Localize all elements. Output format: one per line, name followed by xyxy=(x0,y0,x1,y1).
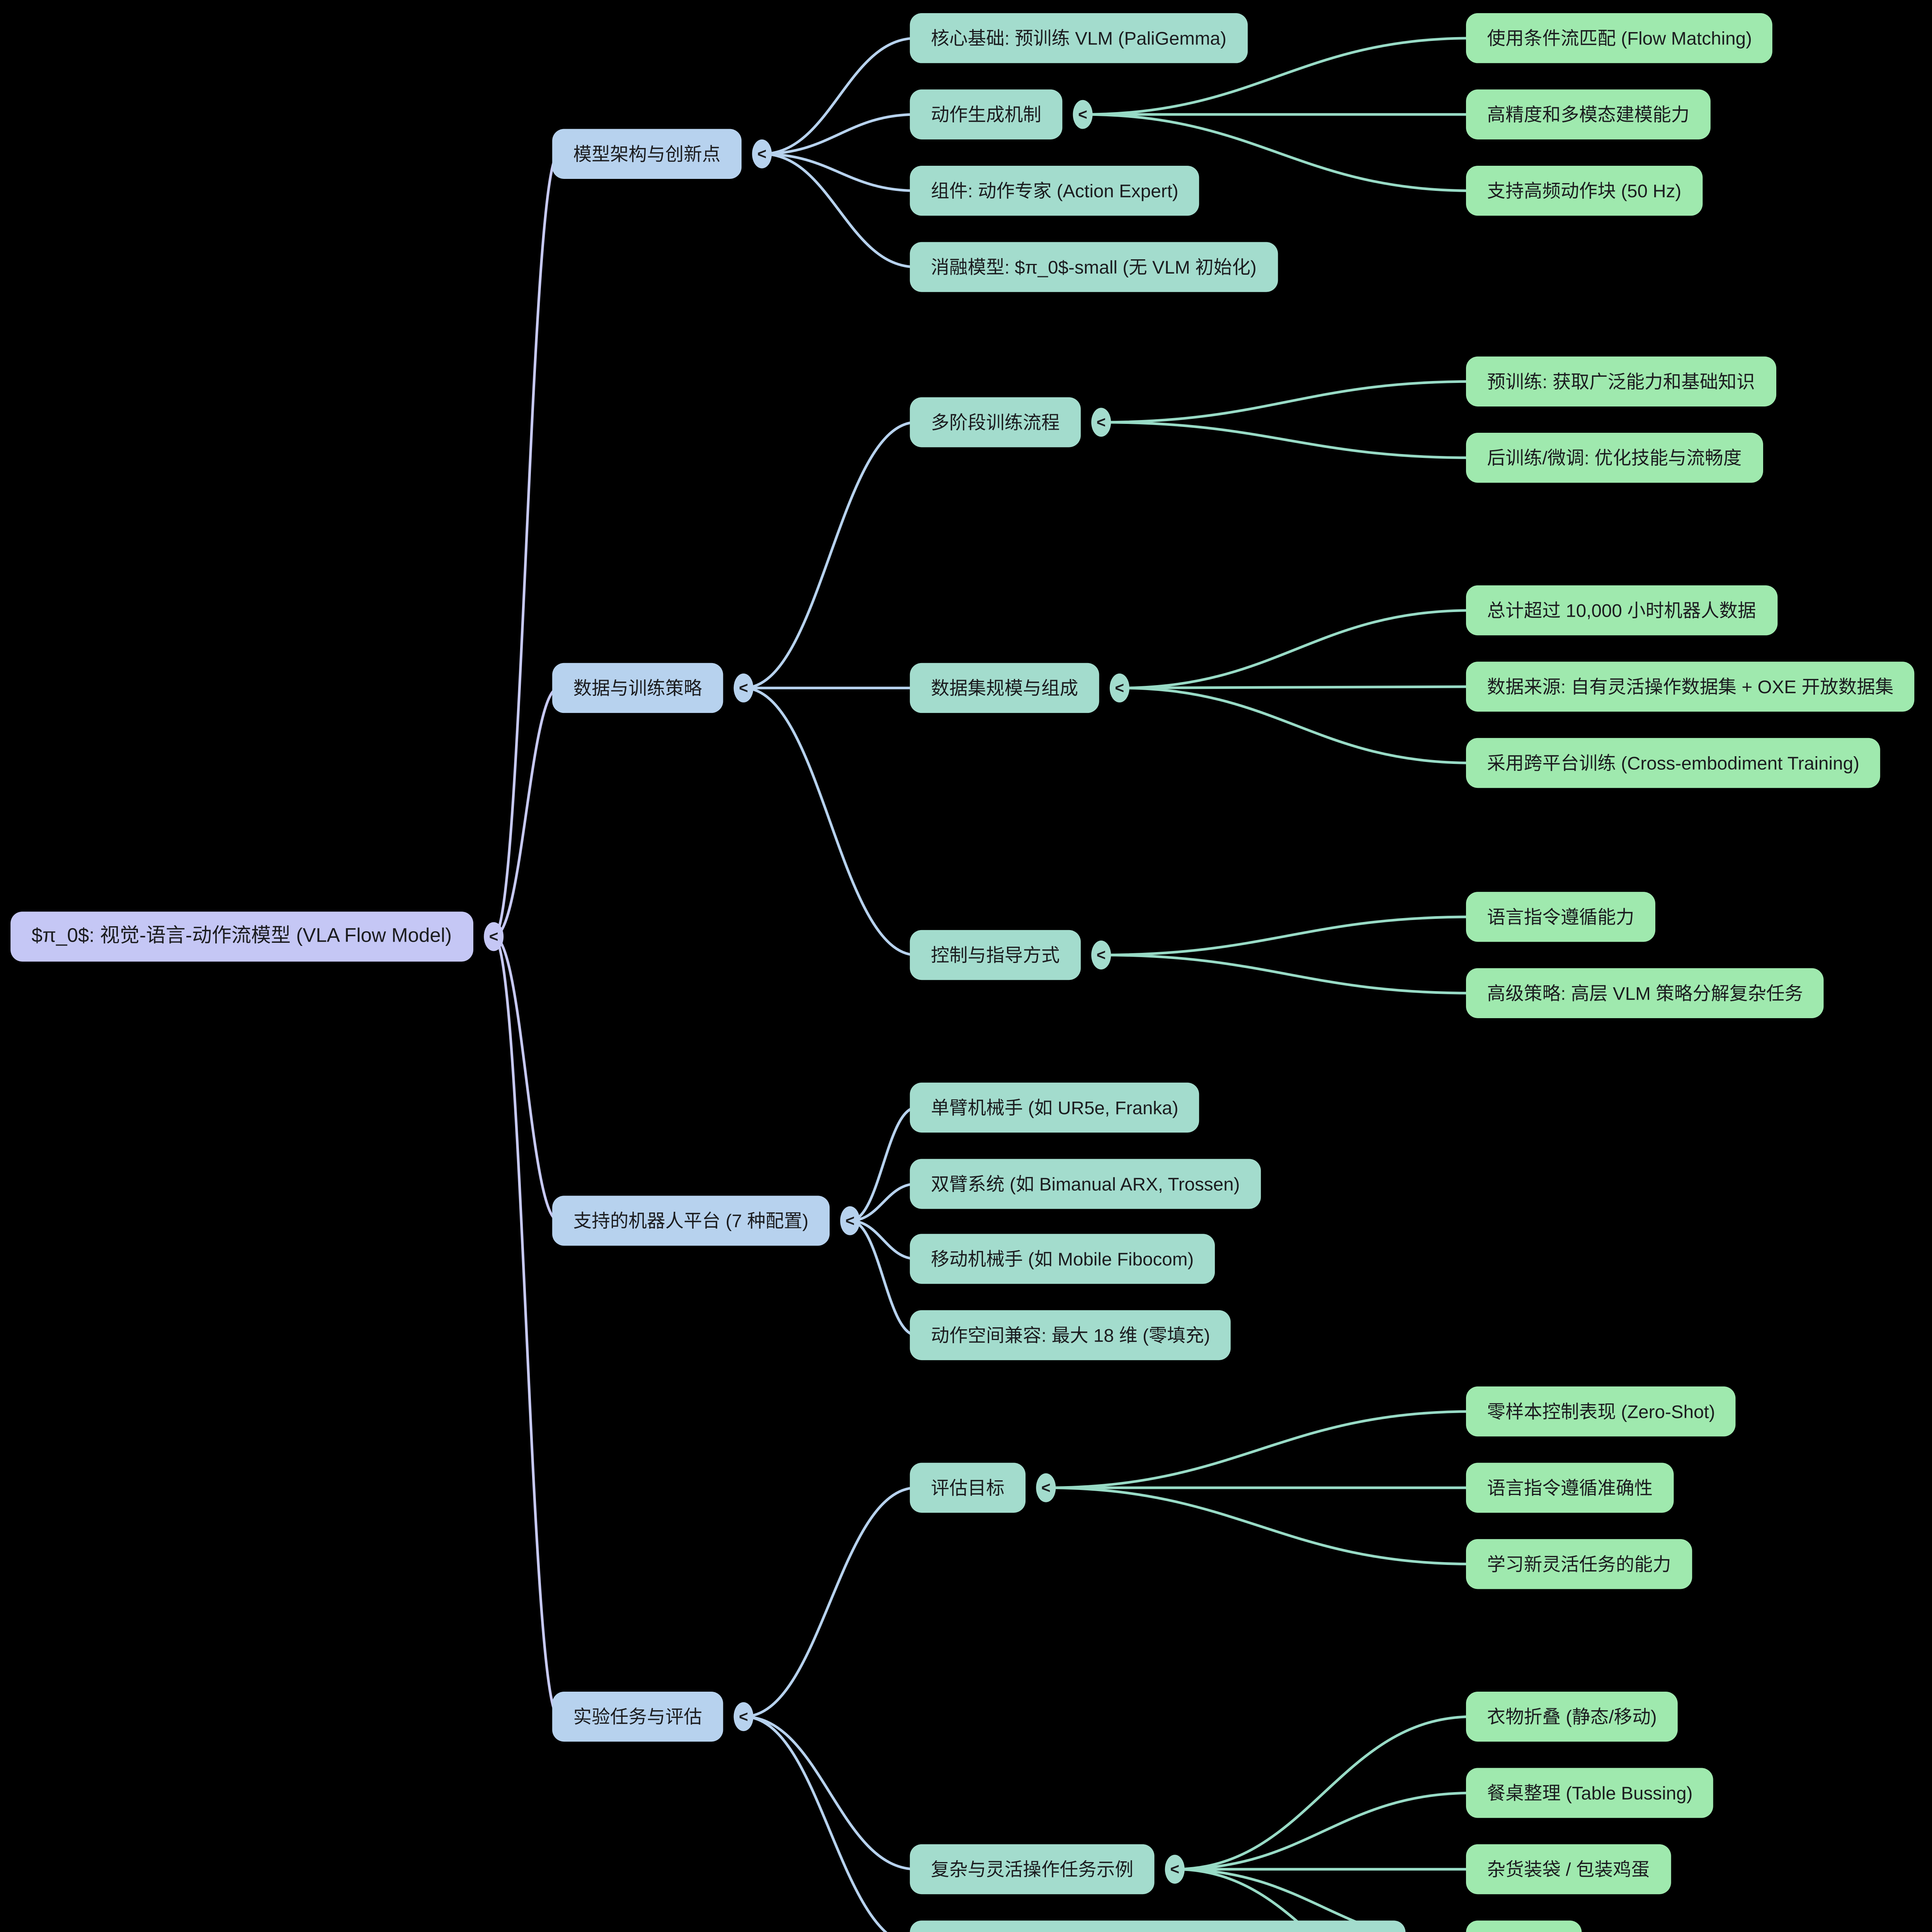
mindmap-node[interactable]: 数据与训练策略 xyxy=(552,663,723,713)
branch-link xyxy=(1118,685,1474,689)
collapse-toggle-icon[interactable]: < xyxy=(1073,100,1093,129)
branch-link xyxy=(742,1715,888,1932)
branch-link xyxy=(849,1182,918,1222)
collapse-toggle-icon[interactable]: < xyxy=(1165,1855,1185,1884)
collapse-toggle-icon[interactable]: < xyxy=(1036,1473,1056,1502)
branch-link xyxy=(1173,1868,1388,1932)
mindmap-node[interactable]: 杂货装袋 / 包装鸡蛋 xyxy=(1466,1844,1671,1895)
mindmap-node[interactable]: 核心基础: 预训练 VLM (PaliGemma) xyxy=(910,13,1248,63)
mindmap-node[interactable]: 支持的机器人平台 (7 种配置) xyxy=(552,1196,830,1246)
mindmap-node[interactable]: 数据来源: 自有灵活操作数据集 + OXE 开放数据集 xyxy=(1466,662,1915,712)
mindmap-node[interactable]: $π_0$: 视觉-语言-动作流模型 (VLA Flow Model) xyxy=(10,912,473,962)
branch-link xyxy=(742,1486,918,1718)
mindmap-node[interactable]: 动作空间兼容: 最大 18 维 (零填充) xyxy=(910,1310,1231,1361)
branch-link xyxy=(760,152,918,269)
mindmap-node[interactable]: 总计超过 10,000 小时机器人数据 xyxy=(1466,585,1777,636)
mindmap-node[interactable]: 实验任务与评估 xyxy=(552,1691,723,1742)
branch-link xyxy=(1100,421,1474,459)
branch-link xyxy=(1081,113,1474,192)
mindmap-node[interactable]: 控制与指导方式 xyxy=(910,930,1081,980)
mindmap-node[interactable]: 高级策略: 高层 VLM 策略分解复杂任务 xyxy=(1466,968,1824,1018)
branch-link xyxy=(1081,37,1474,116)
mindmap-node[interactable]: 关键发现: VLM预训练对语言和多阶段任务性能提升显著 xyxy=(910,1920,1405,1932)
branch-link xyxy=(742,421,918,689)
branch-link xyxy=(849,1106,918,1222)
branch-link xyxy=(1118,687,1474,764)
branch-link xyxy=(1173,1791,1474,1871)
mindmap-node[interactable]: 餐桌整理 (Table Bussing) xyxy=(1466,1768,1714,1818)
mindmap-node[interactable]: 高精度和多模态建模能力 xyxy=(1466,89,1711,139)
mindmap-node[interactable]: 衣物折叠 (静态/移动) xyxy=(1466,1691,1678,1742)
branch-link xyxy=(849,1219,918,1260)
mindmap-node[interactable]: 数据集规模与组成 xyxy=(910,663,1099,713)
mindmap-node[interactable]: 评估目标 xyxy=(910,1463,1026,1513)
mindmap-node[interactable]: 支持高频动作块 (50 Hz) xyxy=(1466,165,1702,216)
mindmap-node[interactable]: 组件: 动作专家 (Action Expert) xyxy=(910,165,1200,216)
branch-link xyxy=(742,687,918,956)
collapse-toggle-icon[interactable]: < xyxy=(840,1206,860,1235)
mindmap-node[interactable]: 预训练: 获取广泛能力和基础知识 xyxy=(1466,356,1776,406)
collapse-toggle-icon[interactable]: < xyxy=(1091,940,1111,969)
mindmap-node[interactable]: 语言指令遵循能力 xyxy=(1466,892,1655,942)
branch-link xyxy=(1044,1410,1474,1489)
branch-link xyxy=(849,1219,918,1337)
branch-link xyxy=(492,687,560,938)
branch-link xyxy=(1118,609,1474,689)
mindmap-node[interactable]: 多阶段训练流程 xyxy=(910,397,1081,447)
collapse-toggle-icon[interactable]: < xyxy=(752,139,772,168)
mindmap-node[interactable]: 单臂机械手 (如 UR5e, Franka) xyxy=(910,1082,1200,1133)
mindmap-node[interactable]: 后训练/微调: 优化技能与流畅度 xyxy=(1466,433,1763,483)
mindmap-node[interactable]: 采用跨平台训练 (Cross-embodiment Training) xyxy=(1466,738,1881,788)
mindmap-node[interactable]: 双臂系统 (如 Bimanual ARX, Trossen) xyxy=(910,1159,1261,1209)
mindmap-node[interactable]: 移动机械手 (如 Mobile Fibocom) xyxy=(910,1234,1215,1284)
mindmap-node[interactable]: 学习新灵活任务的能力 xyxy=(1466,1539,1692,1589)
branch-link xyxy=(742,1715,918,1871)
collapse-toggle-icon[interactable]: < xyxy=(733,673,753,702)
mindmap-node[interactable]: 零样本控制表现 (Zero-Shot) xyxy=(1466,1386,1736,1437)
collapse-toggle-icon[interactable]: < xyxy=(733,1702,753,1731)
branch-link xyxy=(492,935,560,1718)
collapse-toggle-icon[interactable]: < xyxy=(1091,408,1111,437)
branch-link xyxy=(492,935,560,1222)
branch-link xyxy=(760,113,918,155)
branch-link xyxy=(492,152,560,938)
branch-link xyxy=(760,152,918,192)
mindmap-node[interactable]: 复杂与灵活操作任务示例 xyxy=(910,1844,1155,1895)
mindmap-node[interactable]: 消融模型: $π_0$-small (无 VLM 初始化) xyxy=(910,242,1278,292)
branch-link xyxy=(1100,380,1474,424)
branch-link xyxy=(1100,915,1474,956)
branch-link xyxy=(1100,954,1474,995)
collapse-toggle-icon[interactable]: < xyxy=(484,922,504,951)
mindmap-node[interactable]: 语言指令遵循准确性 xyxy=(1466,1463,1674,1513)
branch-link xyxy=(760,37,918,155)
collapse-toggle-icon[interactable]: < xyxy=(1109,673,1129,702)
branch-link xyxy=(1173,1715,1474,1871)
branch-link xyxy=(1044,1486,1474,1566)
mindmap-node[interactable]: 组装纸箱 xyxy=(1466,1920,1582,1932)
mindmap-node[interactable]: 模型架构与创新点 xyxy=(552,129,742,179)
mindmap-node[interactable]: 使用条件流匹配 (Flow Matching) xyxy=(1466,13,1773,63)
mindmap-node[interactable]: 动作生成机制 xyxy=(910,89,1063,139)
branch-link xyxy=(1173,1868,1311,1932)
